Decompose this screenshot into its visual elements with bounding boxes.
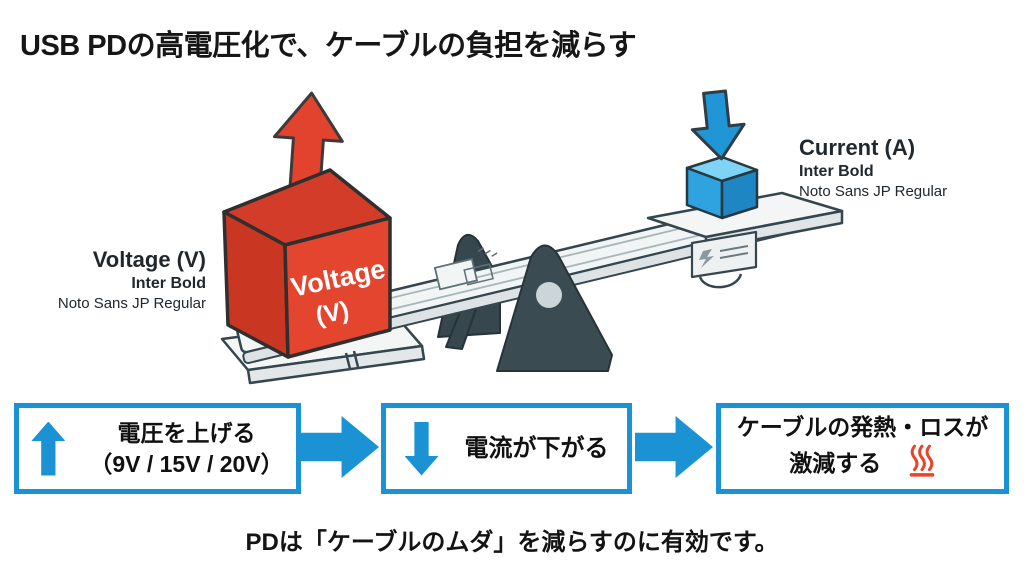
svg-text:(V): (V) <box>313 296 351 330</box>
bottom-caption: PDは「ケーブルのムダ」を減らすのに有効です。 <box>245 529 779 556</box>
flow-step-voltage-up: 電圧を上げる （9V / 15V / 20V） <box>14 403 301 494</box>
step1-line2: （9V / 15V / 20V） <box>89 450 284 477</box>
page-title: USB PDの高電圧化で、ケーブルの負担を減らす <box>20 30 637 62</box>
front-fulcrum <box>496 244 613 372</box>
current-font-regular-note: Noto Sans JP Regular <box>799 183 948 200</box>
flow-arrow-icon <box>301 416 379 478</box>
voltage-label-block: Voltage (V) Inter Bold Noto Sans JP Regu… <box>14 246 206 313</box>
step1-line1: 電圧を上げる <box>117 419 256 446</box>
step3-line2: 激減する <box>789 450 882 476</box>
flow-step-heat-reduced: ケーブルの発熱・ロスが 激減する <box>716 403 1009 494</box>
pcb-pad-outline <box>463 263 494 286</box>
step2-line1: 電流が下がる <box>464 435 609 462</box>
arrow-down-icon <box>404 421 439 476</box>
blue-down-arrow-icon <box>690 89 746 161</box>
voltage-font-regular-note: Noto Sans JP Regular <box>57 295 206 312</box>
flow-step-current-down: 電流が下がる <box>381 403 632 494</box>
connector-block <box>690 230 758 279</box>
plate-ticks <box>344 350 360 370</box>
current-label: Current (A) <box>799 135 916 160</box>
cable-curve <box>698 273 743 289</box>
fulcrum-hole <box>536 282 562 308</box>
current-font-bold-note: Inter Bold <box>799 163 874 180</box>
voltage-label: Voltage (V) <box>92 247 206 272</box>
bolt-icon <box>699 249 714 268</box>
connector-lines <box>719 245 749 259</box>
flow-arrow-icon <box>635 416 713 478</box>
current-label-block: Current (A) Inter Bold Noto Sans JP Regu… <box>799 134 1021 201</box>
voltage-font-bold-note: Inter Bold <box>131 275 206 292</box>
seesaw-illustration: Voltage (V) <box>220 89 844 385</box>
heat-icon <box>908 443 936 485</box>
current-cube <box>685 155 759 220</box>
left-plate-front <box>246 344 426 385</box>
voltage-cube <box>222 168 392 359</box>
arrow-up-icon <box>31 421 66 476</box>
step3-line1: ケーブルの発熱・ロスが <box>736 414 989 440</box>
